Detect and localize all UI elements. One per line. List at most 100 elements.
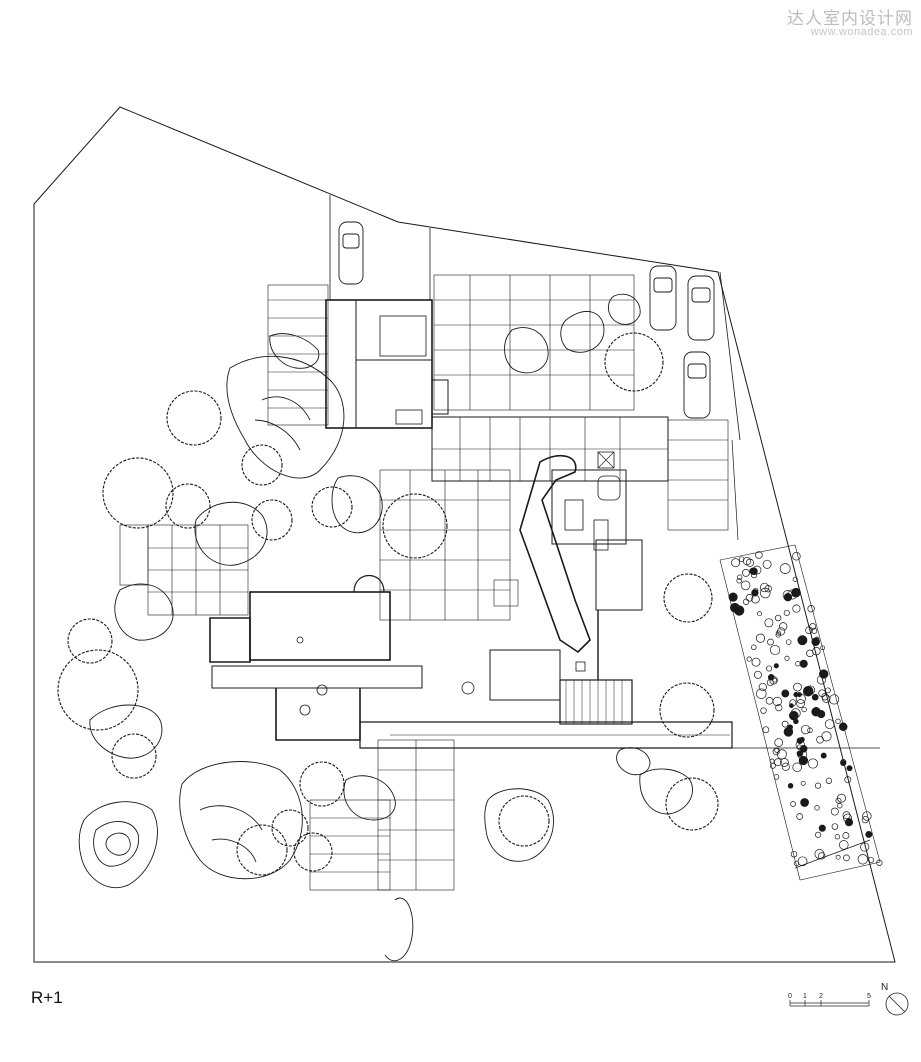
shrub	[797, 635, 808, 646]
shrub	[790, 850, 798, 858]
shrub	[860, 842, 870, 852]
shrub	[793, 682, 802, 692]
shrub	[815, 831, 822, 838]
scale-tick-0: 0	[788, 993, 792, 1000]
shrub	[751, 644, 757, 651]
shrub	[728, 592, 738, 602]
shrub	[817, 710, 826, 719]
shrub	[783, 727, 794, 737]
shrub	[809, 623, 817, 631]
shrub	[765, 697, 774, 705]
shrub	[840, 759, 847, 766]
shrub	[759, 582, 770, 593]
shrub	[738, 556, 745, 562]
shrub	[789, 710, 799, 721]
north-label: N	[881, 982, 888, 993]
shrub	[773, 774, 780, 780]
shrub	[800, 724, 811, 735]
shrub	[784, 655, 790, 661]
shrub	[816, 675, 826, 685]
shrub	[764, 618, 774, 628]
main-house	[209, 575, 733, 749]
shrub	[762, 726, 770, 734]
east-wing	[519, 451, 643, 680]
shrub	[781, 762, 790, 771]
shrub	[838, 722, 848, 731]
shrub	[779, 563, 791, 574]
shrub	[857, 854, 868, 865]
shrub	[795, 661, 801, 667]
shrub	[799, 745, 808, 753]
paving-grid-top	[433, 274, 635, 411]
shrub	[862, 811, 872, 821]
shrub	[814, 849, 825, 859]
shrub	[819, 669, 829, 679]
planting-strip	[719, 544, 883, 881]
shrub	[774, 614, 782, 622]
shrub	[737, 574, 743, 580]
shrub	[792, 762, 802, 773]
shrub	[760, 587, 771, 599]
shrub	[779, 622, 788, 631]
shrub	[814, 805, 820, 811]
shrub	[775, 632, 781, 638]
shrub	[800, 780, 806, 786]
west-terrace-grid	[119, 524, 249, 616]
shrub	[829, 694, 840, 705]
watermark-url: www.wonadea.com	[810, 26, 913, 38]
shrub	[807, 727, 813, 734]
shrub	[820, 645, 825, 651]
shrub	[805, 626, 813, 634]
shrub	[820, 752, 827, 759]
shrub	[821, 693, 829, 701]
shrub	[751, 657, 761, 667]
shrub	[749, 567, 757, 575]
scale-tick-5: 5	[867, 993, 871, 1000]
shrub	[835, 854, 841, 860]
shrub	[770, 644, 781, 656]
shrub	[745, 594, 754, 602]
shrub	[867, 856, 875, 864]
shrub	[796, 692, 802, 698]
shrub	[773, 663, 779, 669]
shrub	[772, 696, 782, 707]
shrub	[801, 706, 807, 713]
shrub	[802, 685, 814, 697]
shrub	[792, 576, 798, 582]
shrub	[876, 859, 883, 866]
shrub	[757, 611, 763, 617]
shrub	[865, 830, 873, 838]
shrub	[837, 803, 843, 809]
shrub	[818, 852, 826, 860]
shrub	[839, 840, 849, 850]
shrub	[769, 762, 776, 769]
shrub	[835, 718, 841, 724]
scale-tick-1: 1	[803, 993, 807, 1000]
shrub	[742, 598, 750, 605]
shrub	[762, 559, 772, 569]
shrub	[756, 688, 767, 699]
shrub	[806, 649, 814, 658]
shrub	[807, 758, 818, 769]
shrub	[766, 665, 773, 672]
shrub	[772, 748, 780, 756]
shrub	[785, 639, 792, 645]
scale-bar: 0 1 2 5	[788, 993, 871, 1007]
shrub	[800, 798, 809, 807]
shrub	[792, 604, 801, 613]
shrub	[843, 854, 850, 862]
shrub	[775, 630, 781, 636]
shrub	[787, 783, 794, 789]
shrub	[807, 605, 815, 613]
shrub	[751, 594, 760, 604]
shrub	[821, 731, 832, 742]
shrub	[775, 704, 783, 712]
shrub	[791, 587, 801, 598]
shrub	[740, 580, 751, 591]
shrub	[831, 823, 839, 830]
shrub	[746, 656, 752, 662]
scale-tick-2: 2	[819, 993, 823, 1000]
rocks	[78, 293, 693, 962]
parking-cars	[338, 221, 715, 419]
